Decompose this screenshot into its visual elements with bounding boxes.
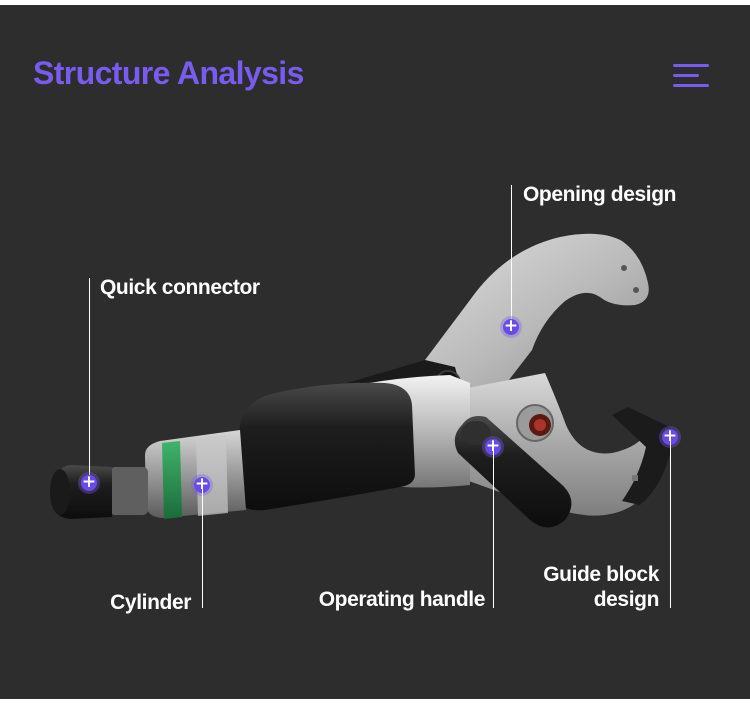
operating-handle-leader-line <box>493 447 494 608</box>
operating-handle-label: Operating handle <box>318 588 486 611</box>
cylinder-label: Cylinder <box>110 591 191 614</box>
menu-line <box>673 74 699 77</box>
guide-block-design-label-line1: Guide block <box>543 563 659 586</box>
guide-block-design-label: Guide block design <box>520 562 659 612</box>
opening-design-leader-line <box>511 185 512 327</box>
page-title: Structure Analysis <box>33 55 304 91</box>
menu-line <box>673 84 709 87</box>
opening-design-label: Opening design <box>523 183 677 206</box>
quick-connector-label: Quick connector <box>100 276 260 299</box>
quick-connector-hotspot[interactable] <box>78 472 100 494</box>
opening-design-hotspot[interactable] <box>500 316 522 338</box>
quick-connector-leader-line <box>89 278 90 483</box>
guide-block-design-label-line2: design <box>593 588 660 611</box>
menu-line <box>673 64 709 67</box>
hydraulic-cable-cutter-icon <box>50 233 676 528</box>
menu-icon[interactable] <box>673 64 709 90</box>
guide-block-design-leader-line <box>670 437 671 608</box>
cylinder-leader-line <box>202 485 203 608</box>
structure-analysis-panel: Structure Analysis <box>0 5 750 699</box>
